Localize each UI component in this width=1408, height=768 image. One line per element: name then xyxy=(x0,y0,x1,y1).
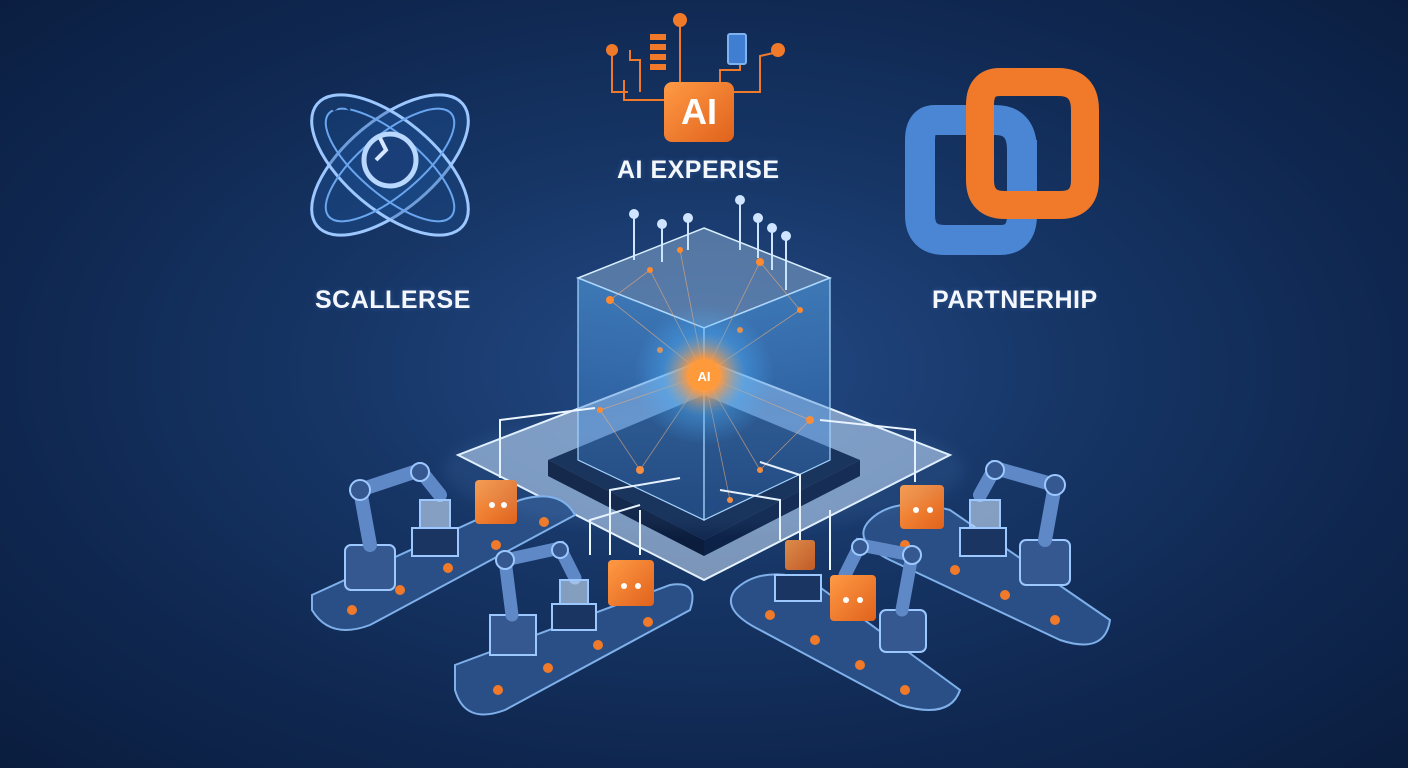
ai-chip-icon xyxy=(606,13,785,142)
conveyor-belts xyxy=(311,495,1112,716)
data-pins xyxy=(629,195,791,290)
robot-arms xyxy=(344,459,1071,656)
ai-experise-label: AI EXPERISE xyxy=(617,156,780,184)
orbit-scale-icon xyxy=(310,93,470,252)
box-mid-left xyxy=(608,560,654,606)
partnerhip-label: PARTNERHIP xyxy=(932,286,1098,314)
robot-arm-mid-left xyxy=(489,540,597,656)
scallerse-label: SCALLERSE xyxy=(315,286,471,314)
robot-arm-mid-right xyxy=(774,537,927,653)
core-ai-label: AI xyxy=(698,369,711,384)
conveyor-mid-right xyxy=(729,573,962,711)
conveyor-mid-left xyxy=(454,583,694,716)
robot-arm-left xyxy=(344,461,459,591)
robot-arm-right xyxy=(959,459,1071,586)
box-mid-right xyxy=(830,575,876,621)
interlocking-links-icon xyxy=(905,68,1099,255)
